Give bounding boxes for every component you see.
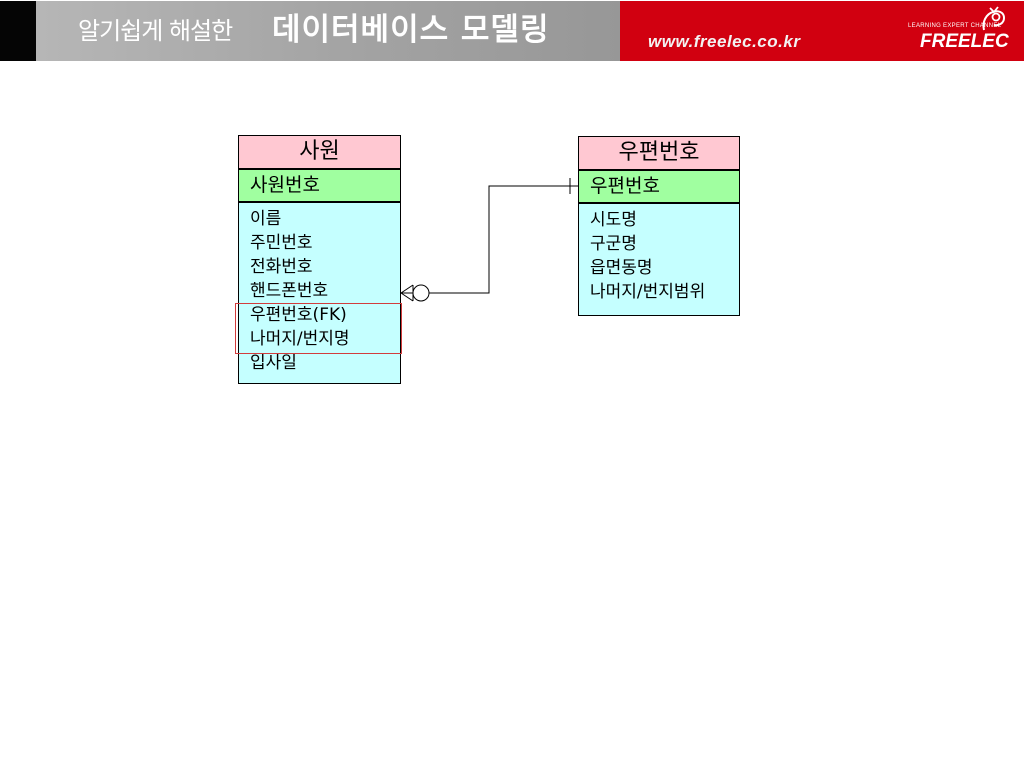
entity-zipcode-title: 우편번호 [578,136,740,170]
brand-tagline: LEARNING EXPERT CHANNEL [908,23,1002,29]
attribute-phone: 전화번호 [250,257,313,277]
banner-title-bar [36,1,620,61]
attribute-district: 구군명 [590,234,637,254]
banner-subtitle: 알기쉽게 해설한 [78,17,233,45]
entity-zipcode-attributes: 시도명 구군명 읍면동명 나머지/번지범위 [578,203,740,316]
attribute-address-detail: 나머지/번지명 [250,329,350,349]
banner-brand-bar [620,1,1024,61]
attribute-zipcode-fk: 우편번호(FK) [250,305,347,325]
entity-zipcode-key: 우편번호 [578,170,740,203]
attribute-province: 시도명 [590,210,637,230]
entity-employee-key: 사원번호 [238,169,401,202]
brand-name: FREELEC [920,31,1009,52]
attribute-resident-number: 주민번호 [250,233,313,253]
crowfoot-upper [400,284,414,294]
zero-cardinality-circle [412,284,430,302]
attribute-hire-date: 입사일 [250,353,297,373]
banner-url: www.freelec.co.kr [648,32,801,51]
crowfoot-lower [400,292,414,302]
attribute-address-range: 나머지/번지범위 [590,282,706,302]
entity-employee-attributes: 이름 주민번호 전화번호 핸드폰번호 우편번호(FK) 나머지/번지명 입사일 [238,202,401,384]
banner-title: 데이터베이스 모델링 [272,12,550,48]
header-banner: 알기쉽게 해설한 데이터베이스 모델링 www.freelec.co.kr LE… [0,0,1024,62]
entity-employee-title: 사원 [238,135,401,169]
attribute-town: 읍면동명 [590,258,653,278]
brand-logo-icon [982,6,1006,31]
banner-left-block [0,1,36,61]
attribute-mobile: 핸드폰번호 [250,281,329,301]
attribute-name: 이름 [250,209,282,229]
